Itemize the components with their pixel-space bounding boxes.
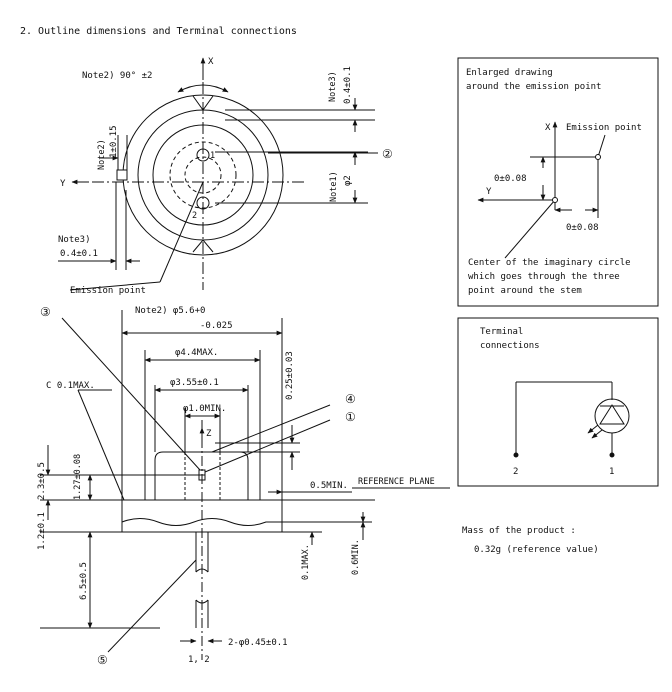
dim-0-1max: 0.1MAX. <box>301 544 311 580</box>
diode-triangle <box>599 404 625 425</box>
lead-diameter: 2-φ0.45±0.1 <box>228 638 288 648</box>
dim-2-3: 2.3±0.5 <box>37 462 47 500</box>
dim-0-6min: 0.6MIN. <box>351 539 361 575</box>
terminal-panel <box>457 317 659 487</box>
top-view <box>58 57 378 291</box>
dim-phi-1-0: φ1.0MIN. <box>183 404 226 414</box>
dim-0-5min: 0.5MIN. <box>310 481 348 491</box>
mass-label: Mass of the product : <box>462 526 576 536</box>
note3-top-label: Note3) <box>328 71 338 102</box>
callout-1: ① <box>345 410 356 424</box>
key-tab <box>116 169 128 181</box>
dim-1-2: 1.2±0.1 <box>37 512 47 550</box>
center-desc-1: Center of the imaginary circle <box>468 258 631 268</box>
callout-4: ④ <box>345 392 356 406</box>
note2-left-value: 1±0.15 <box>109 125 119 158</box>
side-view <box>40 310 450 660</box>
note3-left-value: 0.4±0.1 <box>60 249 98 259</box>
break-line <box>121 518 282 526</box>
enlarged-drawing <box>477 121 606 259</box>
mass-value: 0.32g (reference value) <box>474 545 599 555</box>
note1-value: φ2 <box>343 175 353 186</box>
enlarged-axis-x: X <box>545 123 551 133</box>
note1-label: Note1) <box>329 171 339 202</box>
callout-2: ② <box>382 147 393 161</box>
top-axis-y: Y <box>60 179 66 189</box>
lead-pins: 1, 2 <box>188 655 210 665</box>
enlarged-title-1: Enlarged drawing <box>466 68 553 78</box>
note2-angle: Note2) 90° ±2 <box>82 71 152 81</box>
dim-phi-3-55: φ3.55±0.1 <box>170 378 219 388</box>
note3-top-value: 0.4±0.1 <box>343 66 353 104</box>
terminal-pin-2: 2 <box>513 467 518 477</box>
enlarged-axis-y: Y <box>486 187 492 197</box>
enlarged-emission-point: Emission point <box>566 123 642 133</box>
center-desc-2: which goes through the three <box>468 272 620 282</box>
callout-5: ⑤ <box>97 653 108 667</box>
enlarged-title-2: around the emission point <box>466 82 601 92</box>
bottom-notch <box>192 239 214 253</box>
top-pin-1: 1 <box>210 151 215 161</box>
terminal-title-1: Terminal <box>480 327 523 337</box>
top-pin-2: 2 <box>192 211 197 221</box>
dim-1-27: 1.27±0.08 <box>73 454 83 500</box>
enlarged-dim-x: 0±0.08 <box>566 223 599 233</box>
reference-plane: REFERENCE PLANE <box>358 477 435 487</box>
callout-3: ③ <box>40 305 51 319</box>
center-desc-3: point around the stem <box>468 286 582 296</box>
dim-phi-4-4: φ4.4MAX. <box>175 348 218 358</box>
top-axis-x: X <box>208 57 214 67</box>
emission-point-marker <box>595 154 601 160</box>
terminal-title-2: connections <box>480 341 540 351</box>
page-heading: 2. Outline dimensions and Terminal conne… <box>20 26 297 37</box>
chamfer-label: C 0.1MAX. <box>46 381 95 391</box>
emission-point-label: Emission point <box>70 286 146 296</box>
center-marker <box>552 197 558 203</box>
terminal-pin-1: 1 <box>609 467 614 477</box>
tolerance-minus: -0.025 <box>200 321 233 331</box>
note2-diameter: Note2) φ5.6+0 <box>135 306 205 316</box>
terminal-schematic <box>513 381 630 458</box>
enlarged-dim-y: 0±0.08 <box>494 174 527 184</box>
dim-0-25: 0.25±0.03 <box>285 351 295 400</box>
dim-6-5: 6.5±0.5 <box>79 562 89 600</box>
axis-z: Z <box>206 429 212 439</box>
enlarged-panel <box>457 57 659 307</box>
note2-left-label: Note2) <box>97 139 107 170</box>
note3-left-label: Note3) <box>58 235 91 245</box>
